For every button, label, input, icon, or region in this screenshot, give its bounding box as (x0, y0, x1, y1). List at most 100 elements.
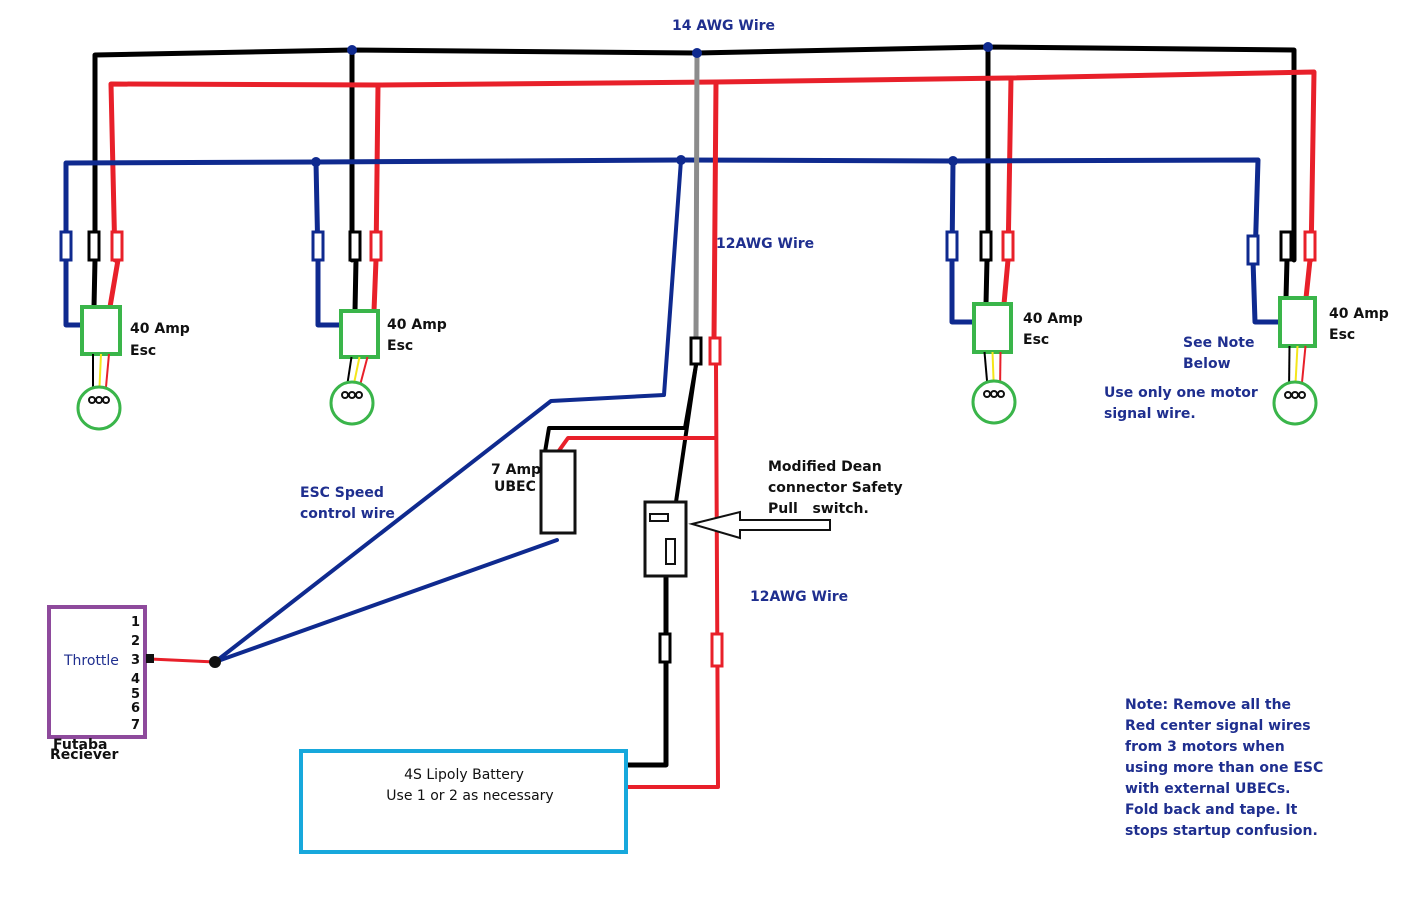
receiver-pin: 5 (131, 687, 140, 702)
ground-connector (348, 230, 362, 262)
ubec-power-wire (556, 436, 718, 454)
motor-ring (329, 380, 375, 426)
power-connector (1001, 230, 1015, 262)
battery-power-wire (624, 363, 720, 789)
signal-connector (311, 230, 325, 262)
receiver-pin: 6 (131, 701, 140, 716)
safety-switch-pin (665, 538, 676, 565)
esc-signal-drop (1250, 257, 1283, 325)
esc-box (972, 302, 1013, 354)
motor-terminal (983, 390, 991, 398)
ubec-label-line2: UBEC (494, 479, 536, 495)
safety-switch-label-line3: Pull switch. (768, 501, 869, 517)
ubec-box (539, 449, 577, 535)
lower-power-wire-label: 12AWG Wire (750, 589, 848, 605)
receiver-name-line2: Reciever (50, 747, 118, 763)
main-feed-wire (693, 50, 700, 343)
esc-1-label-line2: Esc (130, 343, 156, 359)
motor-terminal (102, 396, 110, 404)
motor-terminal (990, 390, 998, 398)
esc-power-drop (1303, 257, 1313, 301)
battery-power-connector (710, 632, 724, 668)
esc-ground-drop (983, 257, 990, 307)
esc-4-label-line2: Esc (1329, 327, 1355, 343)
note-block: Note: Remove all the Red center signal w… (1125, 697, 1323, 839)
wires (63, 42, 1317, 789)
motor-terminal (95, 396, 103, 404)
power-drop-wire (1005, 75, 1014, 263)
motor-terminal (1298, 391, 1306, 399)
junction-dot (692, 48, 702, 58)
junction-dot (983, 42, 993, 52)
ubec-label-line1: 7 Amp (491, 462, 541, 478)
esc-box (80, 305, 122, 356)
receiver-pin: 4 (131, 672, 140, 687)
feed-power-connector (708, 336, 722, 366)
upper-power-wire (711, 79, 719, 343)
motor-terminal (341, 391, 349, 399)
power-connector (110, 230, 124, 262)
ground-connector (87, 230, 101, 262)
throttle-lead-wire (148, 657, 217, 664)
signal-connector (1246, 234, 1260, 266)
motor-terminal (355, 391, 363, 399)
esc-signal-drop (315, 257, 345, 328)
see-note-label-line2: Below (1183, 356, 1231, 372)
esc-power-drop (107, 257, 121, 310)
esc-power-drop (1001, 257, 1011, 307)
note-line: Fold back and tape. It (1125, 802, 1298, 818)
ground-connector (979, 230, 993, 262)
feed-ground-connector (689, 336, 703, 366)
receiver-pin: 1 (131, 615, 140, 630)
receiver-pin: 7 (131, 718, 140, 733)
ubec-ground-wire (543, 363, 698, 454)
esc-2-label-line1: 40 Amp (387, 317, 447, 333)
note-line: Red center signal wires (1125, 718, 1311, 734)
splice-dot (209, 656, 221, 668)
esc-2-label-line2: Esc (387, 338, 413, 354)
motor-ring (971, 379, 1017, 425)
esc-box (1278, 296, 1317, 348)
ground-connector (1279, 230, 1293, 262)
note-line: with external UBECs. (1125, 781, 1291, 797)
one-signal-label-line2: signal wire. (1104, 406, 1196, 422)
note-line: stops startup confusion. (1125, 823, 1318, 839)
motor-terminal (997, 390, 1005, 398)
receiver-channel-label: Throttle (63, 653, 119, 669)
esc-4-label-line1: 40 Amp (1329, 306, 1389, 322)
junction-dot (676, 155, 686, 165)
power-connector (369, 230, 383, 262)
motor-ring (76, 385, 122, 431)
ubec-control-wire (213, 538, 559, 664)
main-wire-label: 14 AWG Wire (672, 18, 775, 34)
junction-dot (311, 157, 321, 167)
note-line: from 3 motors when (1125, 739, 1285, 755)
motor-terminal (88, 396, 96, 404)
esc-signal-wire-label-line1: ESC Speed (300, 485, 384, 501)
esc-signal-drop (949, 257, 978, 325)
receiver-name-line1: Futaba (53, 737, 107, 753)
esc-power-drop (371, 257, 379, 314)
signal-connector (59, 230, 73, 262)
receiver-box (47, 605, 147, 739)
esc-3-label-line2: Esc (1023, 332, 1049, 348)
battery-box (299, 749, 628, 854)
safety-switch-label-line2: connector Safety (768, 480, 903, 496)
upper-power-wire-label: 12AWG Wire (716, 236, 814, 252)
see-note-label-line1: See Note (1183, 335, 1254, 351)
safety-switch-label-line1: Modified Dean (768, 459, 882, 475)
signal-connector (945, 230, 959, 262)
esc-3-label-line1: 40 Amp (1023, 311, 1083, 327)
esc-signal-wire-label-line2: control wire (300, 506, 395, 522)
receiver-pins: 1 2 3 4 5 6 7 (131, 615, 140, 733)
receiver-pin: 2 (131, 634, 140, 649)
esc-ground-drop (352, 257, 359, 314)
one-signal-label-line1: Use only one motor (1104, 385, 1258, 401)
motor-terminal (1284, 391, 1292, 399)
components (47, 230, 1318, 854)
esc-1-label-line1: 40 Amp (130, 321, 190, 337)
junction-dot (948, 156, 958, 166)
junction-dot (347, 45, 357, 55)
signal-bus-wire (63, 157, 1261, 263)
